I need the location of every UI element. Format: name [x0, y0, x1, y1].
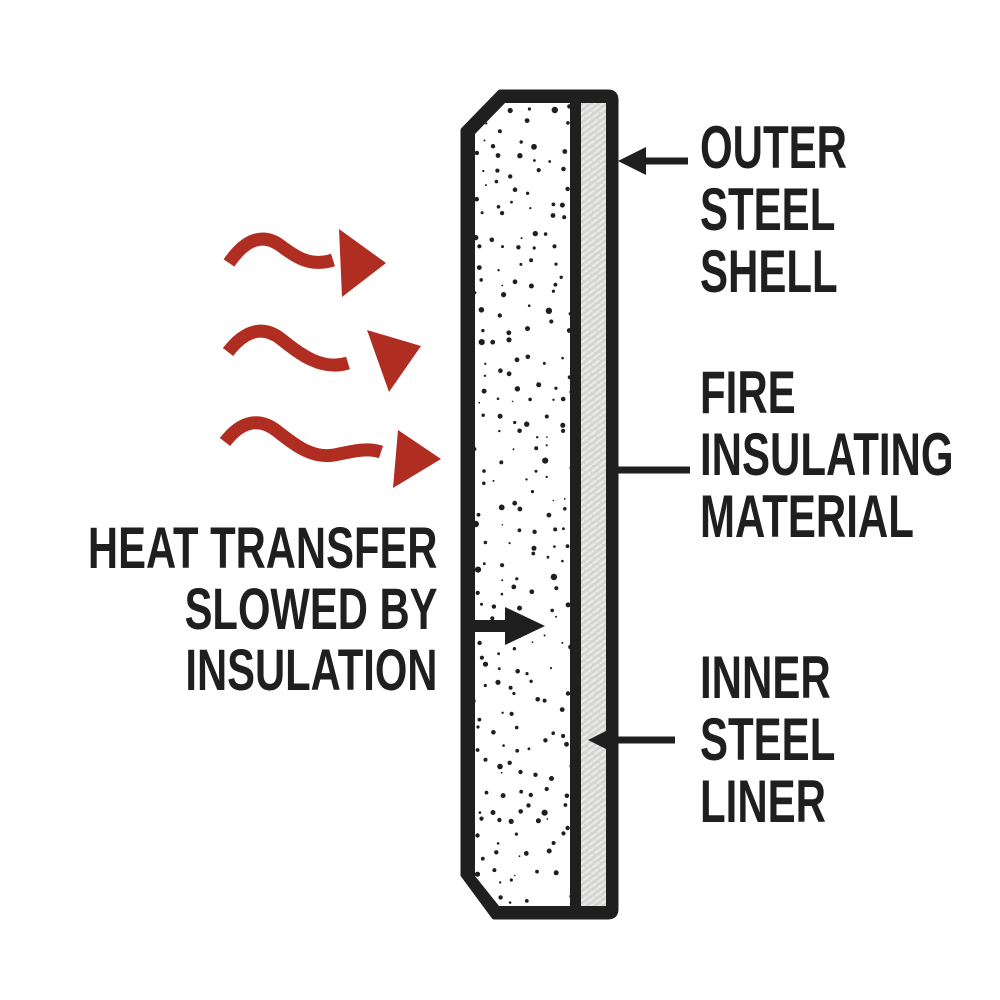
heat-transfer-arrow-head [505, 607, 545, 645]
inner-steel-liner-label: INNER STEEL LINER [700, 647, 835, 833]
outer-steel-shell-label-line2: STEEL [700, 176, 836, 243]
heat-wave-arrow-middle [222, 324, 421, 392]
heat-transfer-label-line2: SLOWED BY [184, 577, 437, 642]
outer-steel-shell-label: OUTER STEEL SHELL [700, 117, 847, 303]
heat-transfer-label-line1: HEAT TRANSFER [87, 516, 437, 581]
fire-insulating-material-label-line3: MATERIAL [700, 483, 914, 550]
heat-wave-arrow-top-head [339, 229, 386, 297]
heat-transfer-label-line3: INSULATION [184, 638, 437, 703]
inner-liner-pointer-head [588, 726, 616, 754]
inner-steel-liner-label-line1: INNER [700, 644, 831, 711]
heat-wave-arrow-bottom [219, 416, 441, 488]
inner-liner-pointer-arrow [588, 726, 675, 754]
heat-wave-arrow-middle-wave [222, 324, 350, 372]
insulation-stipple-dots [475, 104, 570, 906]
heat-wave-arrow-top-wave [223, 232, 335, 269]
fire-insulating-material-label: FIRE INSULATING MATERIAL [700, 362, 954, 548]
insulation-fill [475, 103, 570, 906]
heat-transfer-label: HEAT TRANSFER SLOWED BY INSULATION [87, 518, 437, 701]
inner-liner-divider [570, 103, 581, 906]
heat-wave-arrow-bottom-head [393, 430, 441, 488]
fire-insulating-material-label-line2: INSULATING [700, 421, 954, 488]
inner-steel-liner-label-line2: STEEL [700, 706, 836, 773]
outer-shell-pointer-head [618, 147, 646, 175]
fire-insulating-material-label-line1: FIRE [700, 359, 796, 426]
heat-transfer-arrow [464, 607, 545, 645]
heat-wave-arrow-top [223, 229, 386, 297]
heat-wave-arrow-bottom-wave [219, 416, 384, 463]
outer-steel-shell-label-line3: SHELL [700, 238, 838, 305]
steel-shell-strip [581, 103, 606, 906]
inner-steel-liner-label-line3: LINER [700, 768, 826, 835]
outer-shell-pointer-arrow [618, 147, 688, 175]
outer-steel-shell-label-line1: OUTER [700, 114, 847, 181]
heat-wave-arrow-middle-head [367, 330, 421, 392]
